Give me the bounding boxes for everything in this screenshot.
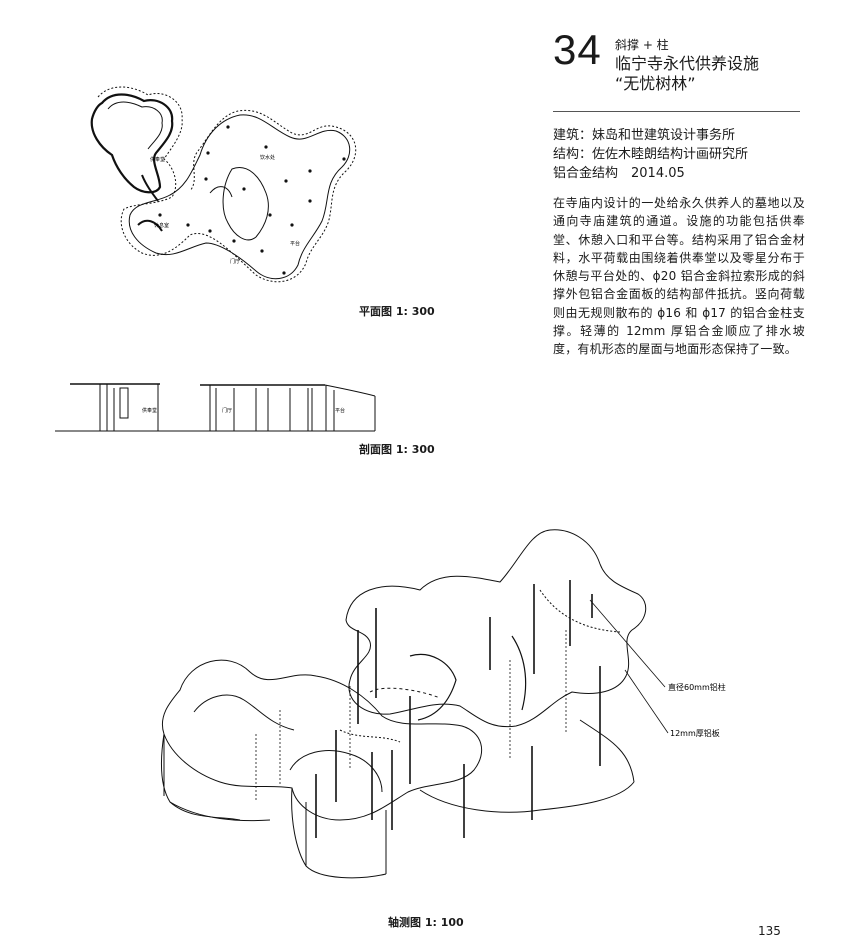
axo-annotation-column: 直径60mm铝柱 [668, 682, 726, 692]
plan-drawing: 供奉堂 饮水处 休息室 平台 门厅 [90, 86, 357, 283]
project-title: 临宁寺永代供养设施 [615, 54, 760, 73]
project-number: 34 [553, 26, 602, 73]
plan-label-hall: 供奉堂 [150, 156, 165, 163]
credit-material-year: 铝合金结构 2014.05 [553, 166, 685, 181]
axonometric-drawing: 直径60mm铝柱 12mm厚铝板 [161, 529, 726, 879]
section-label-platform: 平台 [335, 407, 345, 414]
plan-label-platform: 平台 [290, 240, 300, 247]
axonometric-caption: 轴测图 1: 100 [388, 916, 464, 929]
page-number: 135 [758, 924, 781, 938]
plan-label-water: 饮水处 [260, 154, 275, 161]
project-subtitle: “无忧树林” [615, 74, 696, 93]
plan-label-rest: 休息室 [154, 222, 169, 229]
credit-architect: 建筑：妹岛和世建筑设计事务所 [553, 128, 736, 143]
project-description: 在寺庙内设计的一处给永久供养人的墓地以及通向寺庙建筑的通道。设施的功能包括供奉堂… [553, 196, 805, 357]
section-drawing: 供奉堂 门厅 平台 [55, 383, 376, 432]
credit-structure: 结构：佐佐木睦朗结构计画研究所 [553, 147, 749, 162]
section-label-hall: 供奉堂 [142, 407, 157, 414]
plan-label-gate: 门厅 [230, 258, 240, 265]
header-divider [553, 111, 800, 112]
plan-caption: 平面图 1: 300 [359, 305, 435, 318]
axo-annotation-plate: 12mm厚铝板 [670, 728, 720, 738]
section-caption: 剖面图 1: 300 [359, 443, 435, 456]
section-label-gate: 门厅 [222, 407, 232, 414]
project-category: 斜撑 + 柱 [615, 38, 669, 52]
